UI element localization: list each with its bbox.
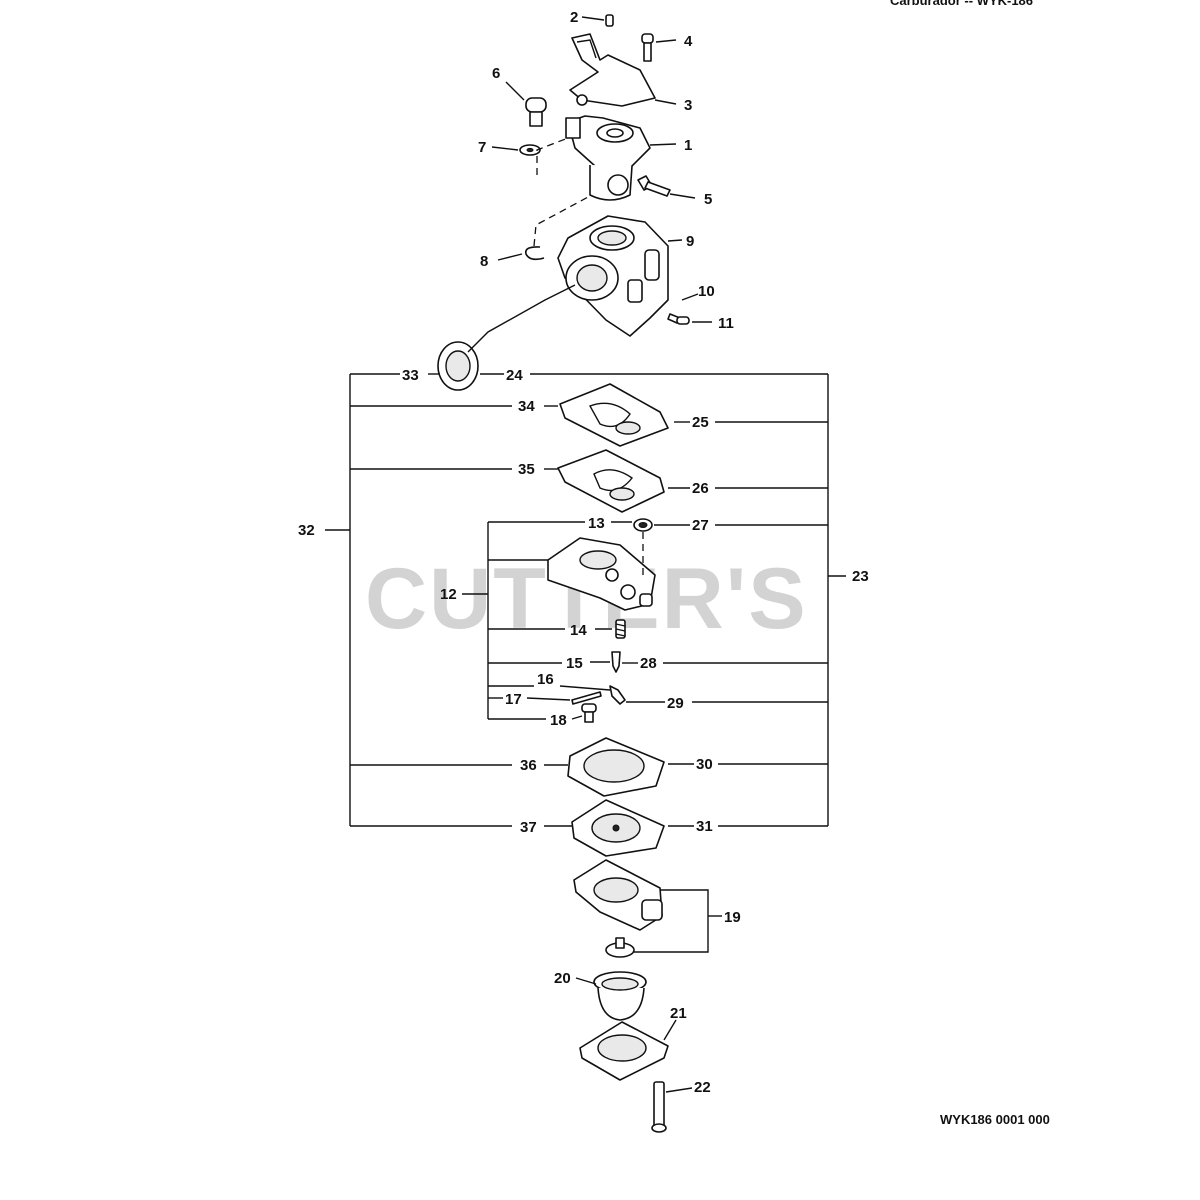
part-20-primer-bulb <box>593 971 647 1021</box>
part-34-gasket <box>559 383 669 447</box>
part-1-throttle-body <box>565 115 651 201</box>
label-25: 25 <box>692 414 709 431</box>
label-15: 15 <box>566 655 583 672</box>
part-6-adjust-screw <box>525 97 547 127</box>
part-37-diaphragm <box>571 799 665 857</box>
label-29: 29 <box>667 695 684 712</box>
label-2: 2 <box>570 9 578 26</box>
label-37: 37 <box>520 819 537 836</box>
label-12: 12 <box>440 586 457 603</box>
label-31: 31 <box>696 818 713 835</box>
part-number-labels: 2 4 3 6 7 1 5 8 9 10 11 33 24 34 25 35 2… <box>298 9 869 1096</box>
label-10: 10 <box>698 283 715 300</box>
label-33: 33 <box>402 367 419 384</box>
label-8: 8 <box>480 253 488 270</box>
part-21-retainer-plate <box>579 1021 669 1081</box>
diagram-code: WYK186 0001 000 <box>940 1112 1050 1127</box>
part-3-throttle-lever <box>569 33 656 107</box>
diagram-title: Carburador -- WYK-186 <box>890 0 1033 8</box>
label-34: 34 <box>518 398 535 415</box>
part-7-washer <box>519 144 541 156</box>
label-18: 18 <box>550 712 567 729</box>
part-14-spring <box>615 619 626 639</box>
label-24: 24 <box>506 367 523 384</box>
part-17-pin <box>571 691 602 705</box>
part-15-inlet-needle <box>611 651 621 673</box>
label-11: 11 <box>718 315 734 332</box>
label-22: 22 <box>694 1079 711 1096</box>
part-13-filter-screen <box>633 518 653 532</box>
part-2-pin <box>605 14 614 27</box>
part-12-pump-body <box>547 537 656 611</box>
label-4: 4 <box>684 33 693 50</box>
label-6: 6 <box>492 65 500 82</box>
part-10-11-needle-set <box>667 313 690 325</box>
label-35: 35 <box>518 461 535 478</box>
label-17: 17 <box>505 691 522 708</box>
label-16: 16 <box>537 671 554 688</box>
label-26: 26 <box>692 480 709 497</box>
label-7: 7 <box>478 139 486 156</box>
part-18-screw <box>581 703 597 723</box>
label-32: 32 <box>298 522 315 539</box>
leader-lines <box>325 16 846 1093</box>
part-5-screw <box>637 175 671 197</box>
label-20: 20 <box>554 970 571 987</box>
part-35-gasket <box>557 449 665 513</box>
label-23: 23 <box>852 568 869 585</box>
label-1: 1 <box>684 137 692 154</box>
label-36: 36 <box>520 757 537 774</box>
label-28: 28 <box>640 655 657 672</box>
label-30: 30 <box>696 756 713 773</box>
label-14: 14 <box>570 622 587 639</box>
part-9-carburetor-body <box>557 215 669 337</box>
part-19-pump-cover <box>573 859 663 931</box>
label-3: 3 <box>684 97 692 114</box>
label-21: 21 <box>670 1005 687 1022</box>
part-8-clip <box>524 246 545 261</box>
part-4-screw <box>641 33 654 62</box>
label-13: 13 <box>588 515 605 532</box>
part-22-screw <box>651 1081 667 1133</box>
label-27: 27 <box>692 517 709 534</box>
part-19-check-valve <box>605 937 635 958</box>
label-9: 9 <box>686 233 694 250</box>
part-16-lever <box>609 685 626 705</box>
part-36-gasket <box>567 737 665 797</box>
label-5: 5 <box>704 191 712 208</box>
label-19: 19 <box>724 909 741 926</box>
part-33-seal-ring <box>437 341 479 391</box>
